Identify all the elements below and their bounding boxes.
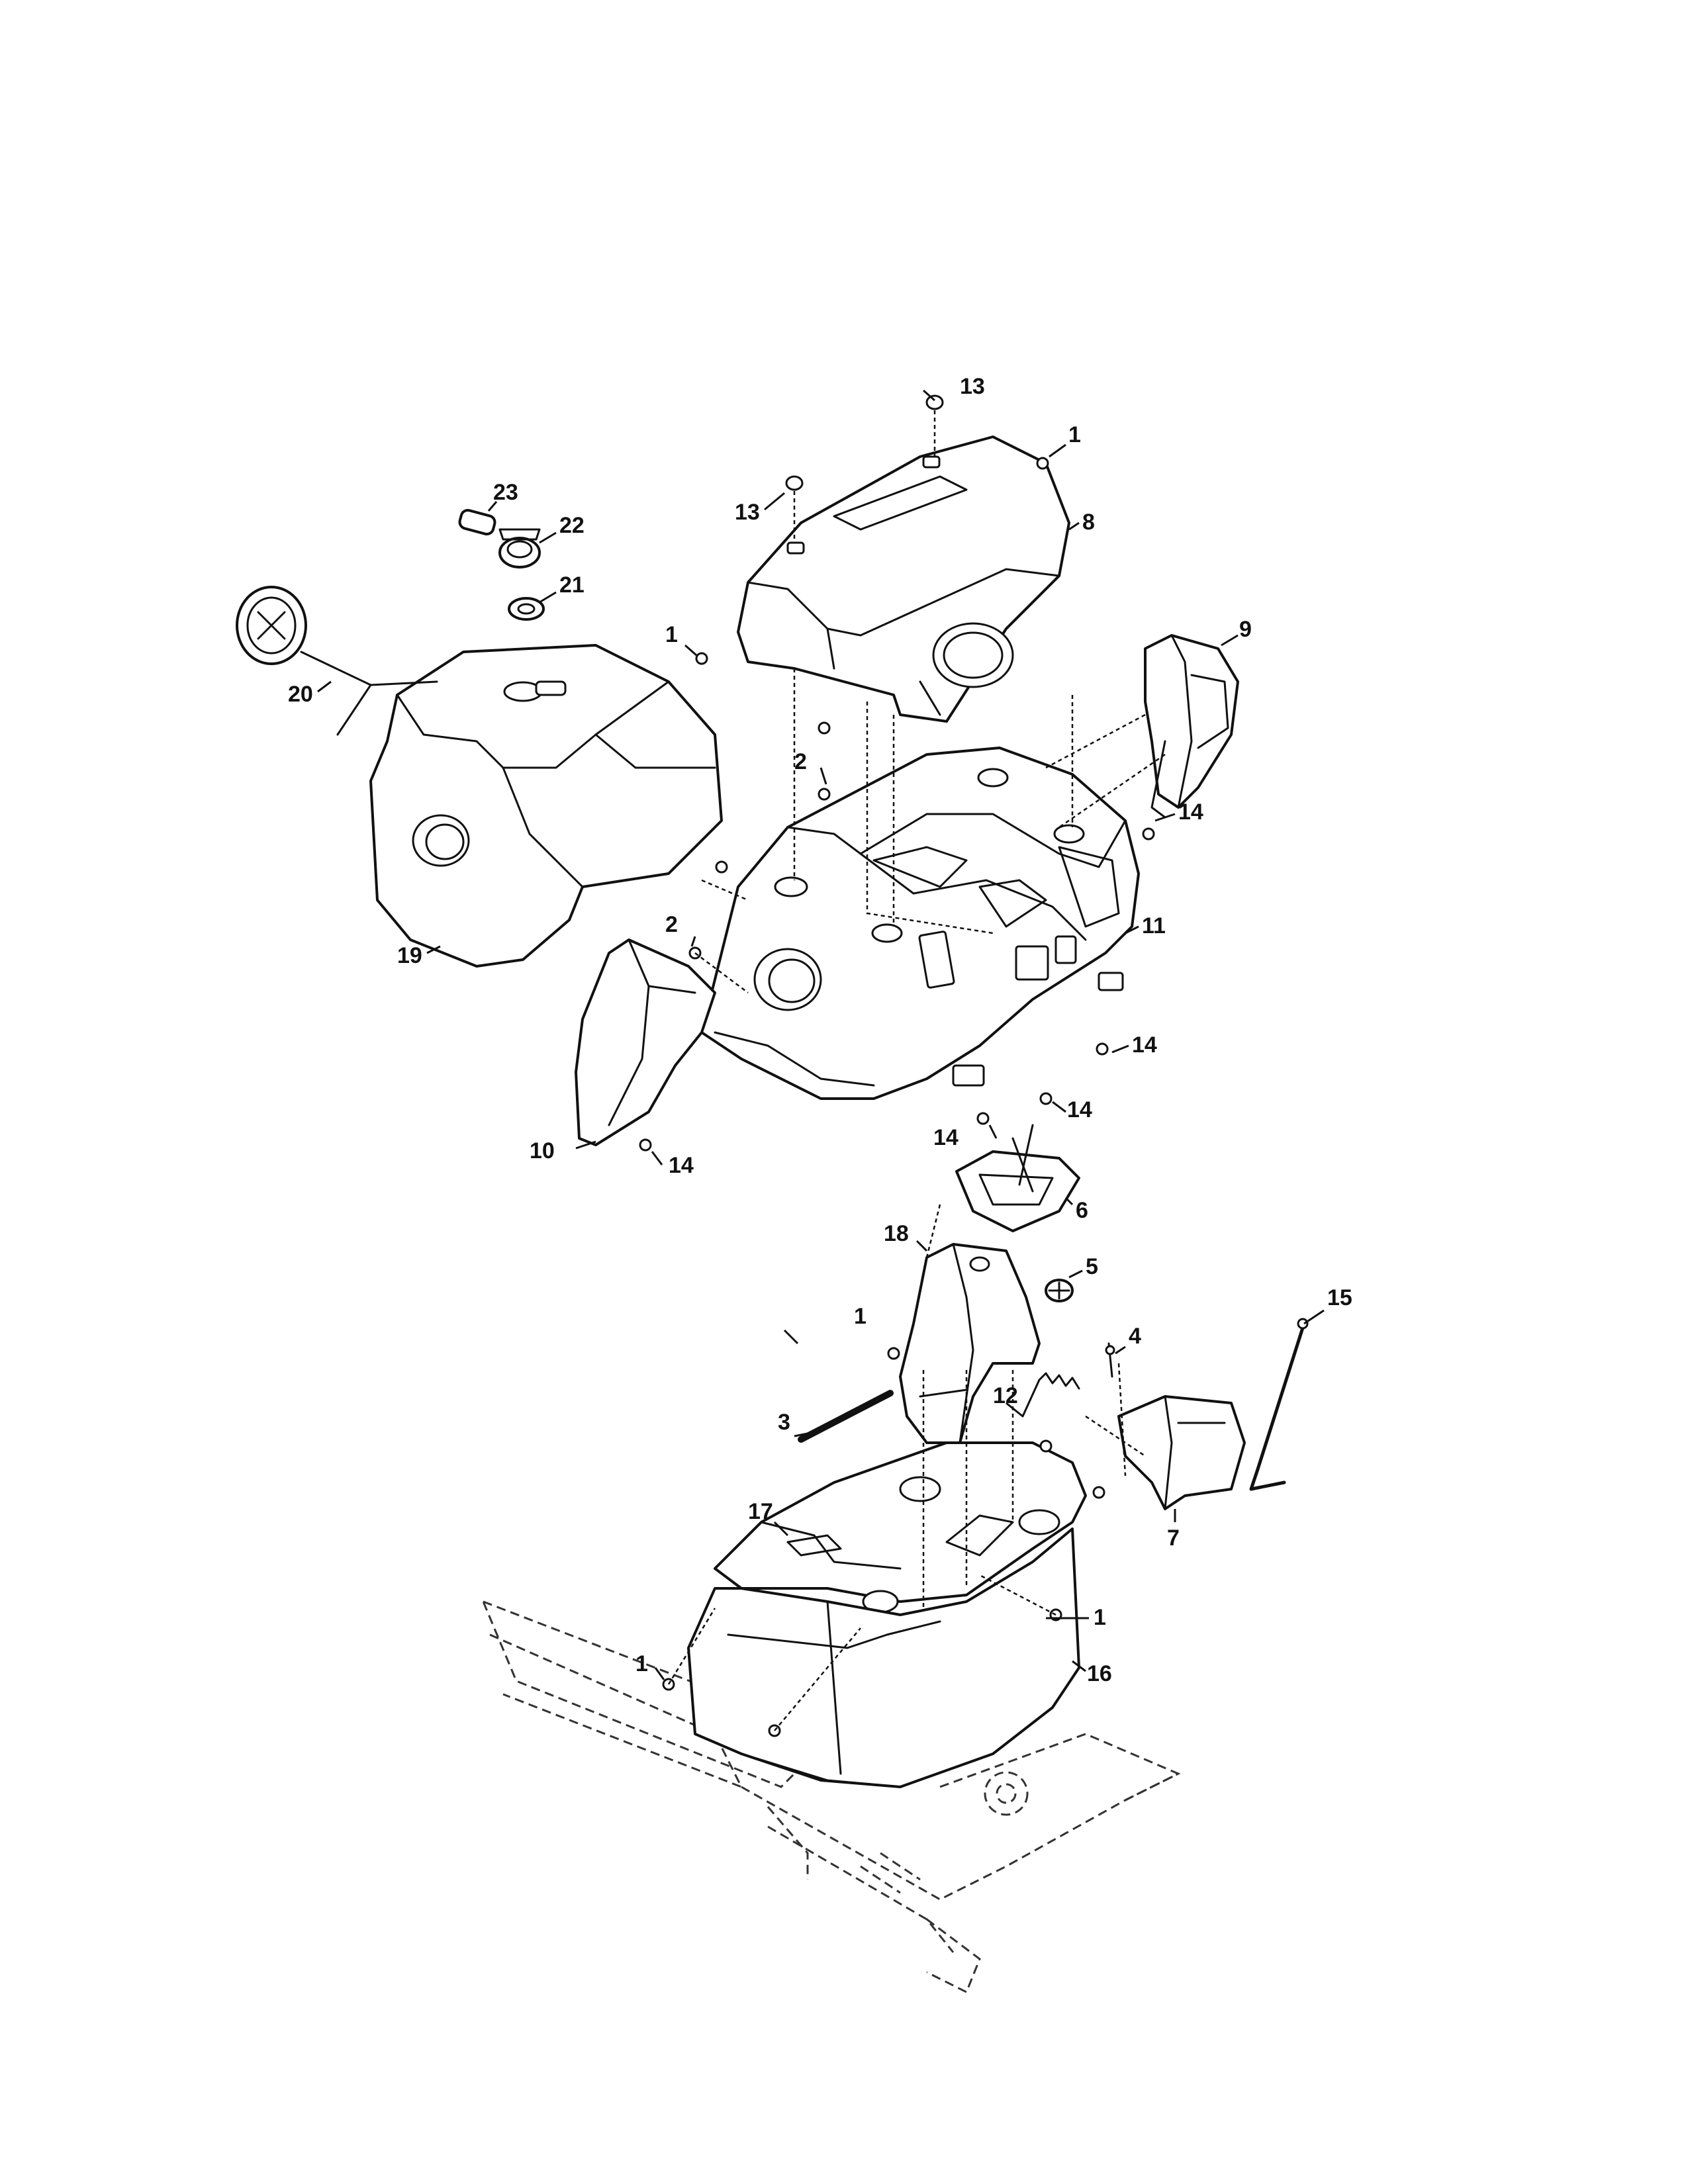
callout-7: 7 [1167, 1525, 1180, 1551]
callout-1-left: 1 [665, 622, 678, 647]
knob [1045, 1279, 1074, 1302]
knob-13b [785, 475, 804, 491]
callout-20: 20 [288, 682, 313, 707]
callout-5: 5 [1086, 1254, 1098, 1279]
main-dash-console [700, 747, 1140, 1100]
callout-3: 3 [778, 1410, 790, 1435]
screw-1b [695, 652, 708, 665]
callout-1-top: 1 [1068, 422, 1081, 447]
lower-housing-top [714, 1441, 1087, 1614]
callout-17: 17 [748, 1499, 773, 1524]
pin [1105, 1342, 1115, 1378]
screw-1a [1036, 457, 1049, 470]
screw-17a [1039, 1439, 1053, 1453]
callout-4: 4 [1129, 1324, 1141, 1349]
side-panel-right [1144, 634, 1239, 819]
callout-13-left: 13 [735, 500, 760, 525]
callout-19: 19 [397, 943, 422, 968]
callout-1-bracket: 1 [854, 1304, 867, 1329]
screw-14e [639, 1138, 652, 1152]
screw-14b [1096, 1042, 1109, 1056]
callout-16: 16 [1087, 1661, 1112, 1686]
screw-14a [1142, 827, 1155, 841]
assembly-guides [667, 410, 1166, 1731]
fuel-tank [369, 644, 723, 968]
callout-14-left: 14 [669, 1153, 694, 1178]
upper-dash-cover [737, 435, 1070, 723]
screw-14d [976, 1112, 990, 1125]
callout-23: 23 [493, 480, 518, 505]
callout-12: 12 [993, 1383, 1018, 1408]
callout-1-housing-left: 1 [635, 1651, 648, 1676]
screw-2b [818, 788, 831, 801]
callout-10: 10 [530, 1138, 555, 1163]
callout-8: 8 [1082, 510, 1095, 535]
screw-17b [1092, 1486, 1105, 1499]
screw-14c [1039, 1092, 1053, 1105]
callout-2-lower: 2 [665, 912, 678, 937]
callout-14-console: 14 [1132, 1032, 1157, 1058]
fuel-cap-assembly [458, 508, 545, 621]
linkage-rod [1249, 1318, 1309, 1491]
screw-1c [887, 1347, 900, 1360]
pedal-bracket [1117, 1395, 1246, 1510]
lower-housing-body [687, 1527, 1080, 1788]
spring [1021, 1372, 1080, 1418]
screw-2a [818, 721, 831, 735]
rod [798, 1390, 894, 1443]
side-panel-left [575, 938, 716, 1146]
callout-6: 6 [1076, 1198, 1088, 1223]
callout-18: 18 [884, 1221, 909, 1246]
callout-15: 15 [1327, 1285, 1352, 1310]
knob-13a [925, 394, 944, 410]
callout-14-mid: 14 [1067, 1097, 1092, 1122]
callout-1-housing-right: 1 [1094, 1605, 1106, 1630]
callout-13-top: 13 [960, 374, 985, 399]
callout-11: 11 [1142, 913, 1166, 938]
screw-2c [715, 860, 728, 874]
fasteners [639, 394, 1155, 1737]
support-bracket [899, 1243, 1041, 1444]
fuel-gauge-dipstick [236, 586, 438, 736]
shift-plate [955, 1124, 1080, 1232]
callout-2-upper: 2 [794, 749, 807, 774]
callout-9: 9 [1239, 617, 1252, 642]
callout-21: 21 [559, 572, 585, 598]
callout-leaders [317, 389, 1325, 1680]
callout-14-right: 14 [1178, 799, 1203, 825]
callout-14-center: 14 [933, 1125, 959, 1150]
callout-labels: 1 1 1 1 1 2 2 3 4 5 6 7 8 9 10 11 12 13 … [288, 374, 1352, 1686]
callout-22: 22 [559, 513, 585, 538]
